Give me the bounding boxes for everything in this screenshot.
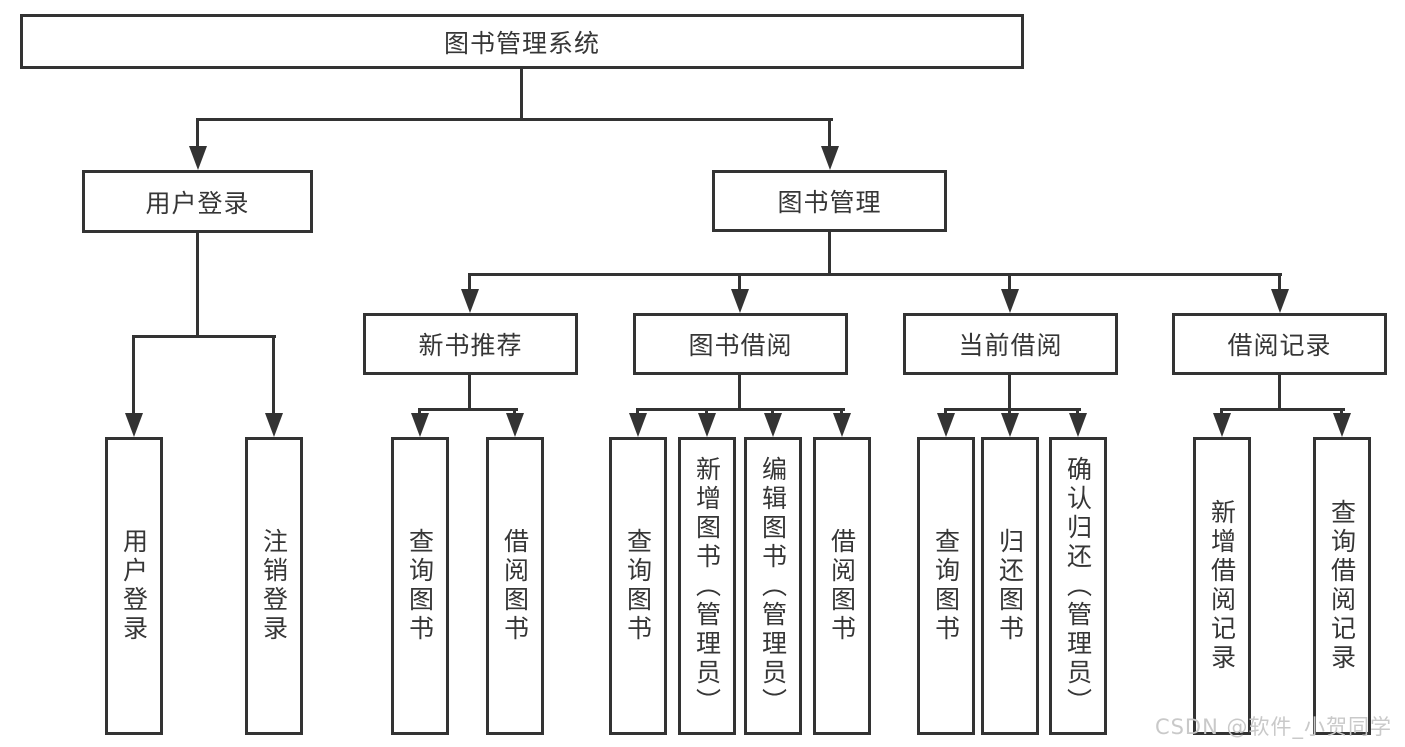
node-label: 借阅图书 bbox=[827, 528, 857, 644]
node-leaf-edit-book-admin: 编辑图书（管理员） bbox=[744, 437, 802, 735]
arrowhead-down-icon bbox=[1001, 289, 1019, 313]
line bbox=[468, 375, 471, 408]
node-leaf-query-book-3: 查询图书 bbox=[917, 437, 975, 735]
line bbox=[1278, 273, 1281, 291]
line bbox=[828, 232, 831, 273]
line bbox=[828, 118, 831, 148]
node-label: 当前借阅 bbox=[958, 331, 1063, 360]
line bbox=[197, 118, 833, 121]
node-leaf-logout: 注销登录 bbox=[245, 437, 303, 735]
node-leaf-borrow-book-1: 借阅图书 bbox=[486, 437, 544, 735]
line bbox=[738, 273, 741, 291]
line bbox=[636, 408, 639, 417]
line bbox=[132, 335, 135, 415]
node-label: 编辑图书（管理员） bbox=[758, 455, 788, 717]
arrowhead-down-icon bbox=[629, 413, 647, 437]
arrowhead-down-icon bbox=[833, 413, 851, 437]
line bbox=[771, 408, 774, 417]
node-library-management-system: 图书管理系统 bbox=[20, 14, 1024, 69]
line bbox=[1076, 408, 1079, 417]
node-label: 图书借阅 bbox=[688, 331, 793, 360]
arrowhead-down-icon bbox=[125, 413, 143, 437]
node-label: 用户登录 bbox=[145, 188, 250, 218]
node-borrowing-records: 借阅记录 bbox=[1172, 313, 1387, 375]
node-label: 归还图书 bbox=[995, 528, 1025, 644]
arrowhead-down-icon bbox=[411, 413, 429, 437]
arrowhead-down-icon bbox=[1333, 413, 1351, 437]
node-label: 用户登录 bbox=[119, 528, 149, 644]
line bbox=[418, 408, 518, 411]
line bbox=[132, 335, 276, 338]
node-label: 借阅图书 bbox=[500, 528, 530, 644]
line bbox=[1278, 375, 1281, 408]
node-leaf-add-book-admin: 新增图书（管理员） bbox=[678, 437, 736, 735]
line bbox=[513, 408, 516, 417]
line bbox=[196, 118, 199, 148]
node-label: 图书管理系统 bbox=[443, 28, 600, 58]
line bbox=[705, 408, 708, 417]
node-label: 查询图书 bbox=[623, 528, 653, 644]
node-leaf-query-book-2: 查询图书 bbox=[609, 437, 667, 735]
node-new-book-recommendation: 新书推荐 bbox=[363, 313, 578, 375]
line bbox=[840, 408, 843, 417]
node-leaf-user-login: 用户登录 bbox=[105, 437, 163, 735]
node-label: 借阅记录 bbox=[1227, 331, 1332, 360]
arrowhead-down-icon bbox=[731, 289, 749, 313]
node-label: 新增图书（管理员） bbox=[692, 455, 722, 717]
node-leaf-confirm-return-admin: 确认归还（管理员） bbox=[1049, 437, 1107, 735]
node-leaf-query-borrow-record: 查询借阅记录 bbox=[1313, 437, 1371, 735]
line bbox=[944, 408, 947, 417]
arrowhead-down-icon bbox=[698, 413, 716, 437]
line bbox=[468, 273, 1282, 276]
arrowhead-down-icon bbox=[189, 146, 207, 170]
arrowhead-down-icon bbox=[821, 146, 839, 170]
node-label: 新增借阅记录 bbox=[1207, 499, 1237, 673]
line bbox=[1220, 408, 1345, 411]
line bbox=[1220, 408, 1223, 417]
arrowhead-down-icon bbox=[1213, 413, 1231, 437]
line bbox=[1340, 408, 1343, 417]
node-user-login: 用户登录 bbox=[82, 170, 313, 233]
line bbox=[468, 273, 471, 291]
arrowhead-down-icon bbox=[1001, 413, 1019, 437]
node-label: 新书推荐 bbox=[418, 331, 523, 360]
line bbox=[1008, 273, 1011, 291]
line bbox=[738, 375, 741, 408]
line bbox=[1008, 375, 1011, 408]
arrowhead-down-icon bbox=[265, 413, 283, 437]
node-book-borrowing: 图书借阅 bbox=[633, 313, 848, 375]
arrowhead-down-icon bbox=[764, 413, 782, 437]
node-label: 注销登录 bbox=[259, 528, 289, 644]
line bbox=[1008, 408, 1011, 417]
node-book-management: 图书管理 bbox=[712, 170, 947, 232]
node-current-borrowing: 当前借阅 bbox=[903, 313, 1118, 375]
node-leaf-add-borrow-record: 新增借阅记录 bbox=[1193, 437, 1251, 735]
node-label: 查询图书 bbox=[931, 528, 961, 644]
csdn-watermark: CSDN @软件_小贺同学 bbox=[1154, 715, 1392, 739]
line bbox=[418, 408, 421, 417]
line bbox=[636, 408, 845, 411]
arrowhead-down-icon bbox=[461, 289, 479, 313]
line bbox=[944, 408, 1081, 411]
node-leaf-query-book-1: 查询图书 bbox=[391, 437, 449, 735]
node-leaf-return-book: 归还图书 bbox=[981, 437, 1039, 735]
node-label: 确认归还（管理员） bbox=[1063, 455, 1093, 717]
node-label: 查询图书 bbox=[405, 528, 435, 644]
line bbox=[196, 233, 199, 335]
node-leaf-borrow-book-2: 借阅图书 bbox=[813, 437, 871, 735]
arrowhead-down-icon bbox=[937, 413, 955, 437]
line bbox=[520, 69, 523, 118]
arrowhead-down-icon bbox=[1069, 413, 1087, 437]
node-label: 图书管理 bbox=[777, 188, 882, 217]
arrowhead-down-icon bbox=[1271, 289, 1289, 313]
line bbox=[272, 335, 275, 415]
node-label: 查询借阅记录 bbox=[1327, 499, 1357, 673]
arrowhead-down-icon bbox=[506, 413, 524, 437]
